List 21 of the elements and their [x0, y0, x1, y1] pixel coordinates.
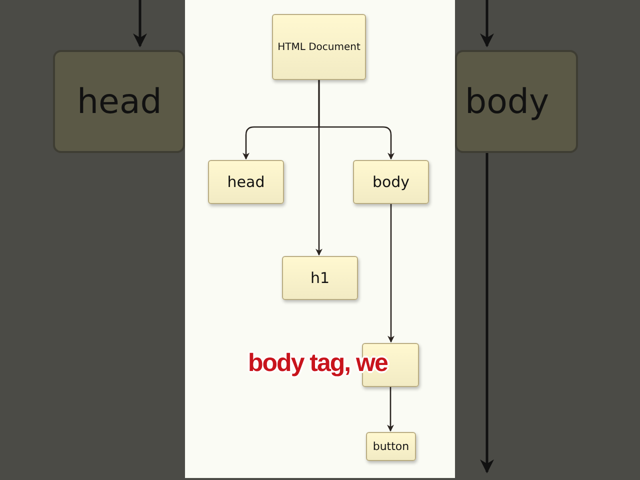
subtitle-caption: body tag, we [248, 349, 388, 378]
arrow [387, 387, 394, 432]
arrow [316, 80, 322, 256]
node-label: button [372, 440, 410, 453]
node-label: h1 [310, 269, 330, 287]
node-label: head [227, 173, 265, 191]
arrow [480, 153, 494, 474]
arrow [133, 0, 147, 48]
blurred-box [455, 50, 578, 153]
arrow [388, 204, 394, 343]
node-label: HTML Document [278, 42, 360, 52]
node-label: body [372, 173, 410, 191]
node-label: body [465, 82, 550, 122]
tree-node-box [272, 14, 366, 80]
tree-node-box [366, 432, 416, 461]
node-label: head [77, 82, 162, 122]
blurred-box [53, 50, 185, 153]
arrow [480, 0, 494, 48]
tree-node-box [208, 160, 284, 204]
tree-node-box [282, 256, 358, 300]
tree-node-box [353, 160, 429, 204]
